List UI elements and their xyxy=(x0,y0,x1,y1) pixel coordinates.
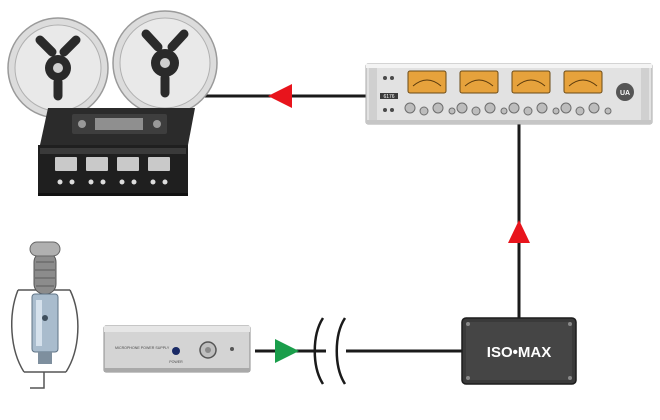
psu-power-label: POWER xyxy=(169,360,183,364)
arrow-red-left-icon xyxy=(268,84,292,108)
ua-logo-text: UA xyxy=(620,90,630,97)
arrow-red-up-icon xyxy=(508,220,530,243)
mic-power-supply: MICROPHONE POWER SUPPLY POWER xyxy=(103,325,251,373)
isomax-box: ISO•MAX xyxy=(461,317,577,385)
ua-logo-icon xyxy=(616,83,634,101)
right-reel-icon xyxy=(112,10,218,116)
condenser-microphone xyxy=(11,241,79,389)
cable-break-icon xyxy=(313,317,347,385)
brand-plate-text: 6176 xyxy=(383,94,394,100)
preamp-knobs xyxy=(404,102,612,116)
power-indicator-icon xyxy=(172,347,180,355)
tape-machine xyxy=(7,10,218,196)
psu-front-text: MICROPHONE POWER SUPPLY xyxy=(115,346,170,350)
isomax-label: ISO•MAX xyxy=(487,344,551,361)
preamp-rack-unit: 6176 UA xyxy=(365,63,653,125)
left-reel-icon xyxy=(7,17,109,119)
vu-meters xyxy=(407,70,603,94)
brand-plate xyxy=(380,93,398,99)
arrow-green-right-icon xyxy=(275,339,299,363)
